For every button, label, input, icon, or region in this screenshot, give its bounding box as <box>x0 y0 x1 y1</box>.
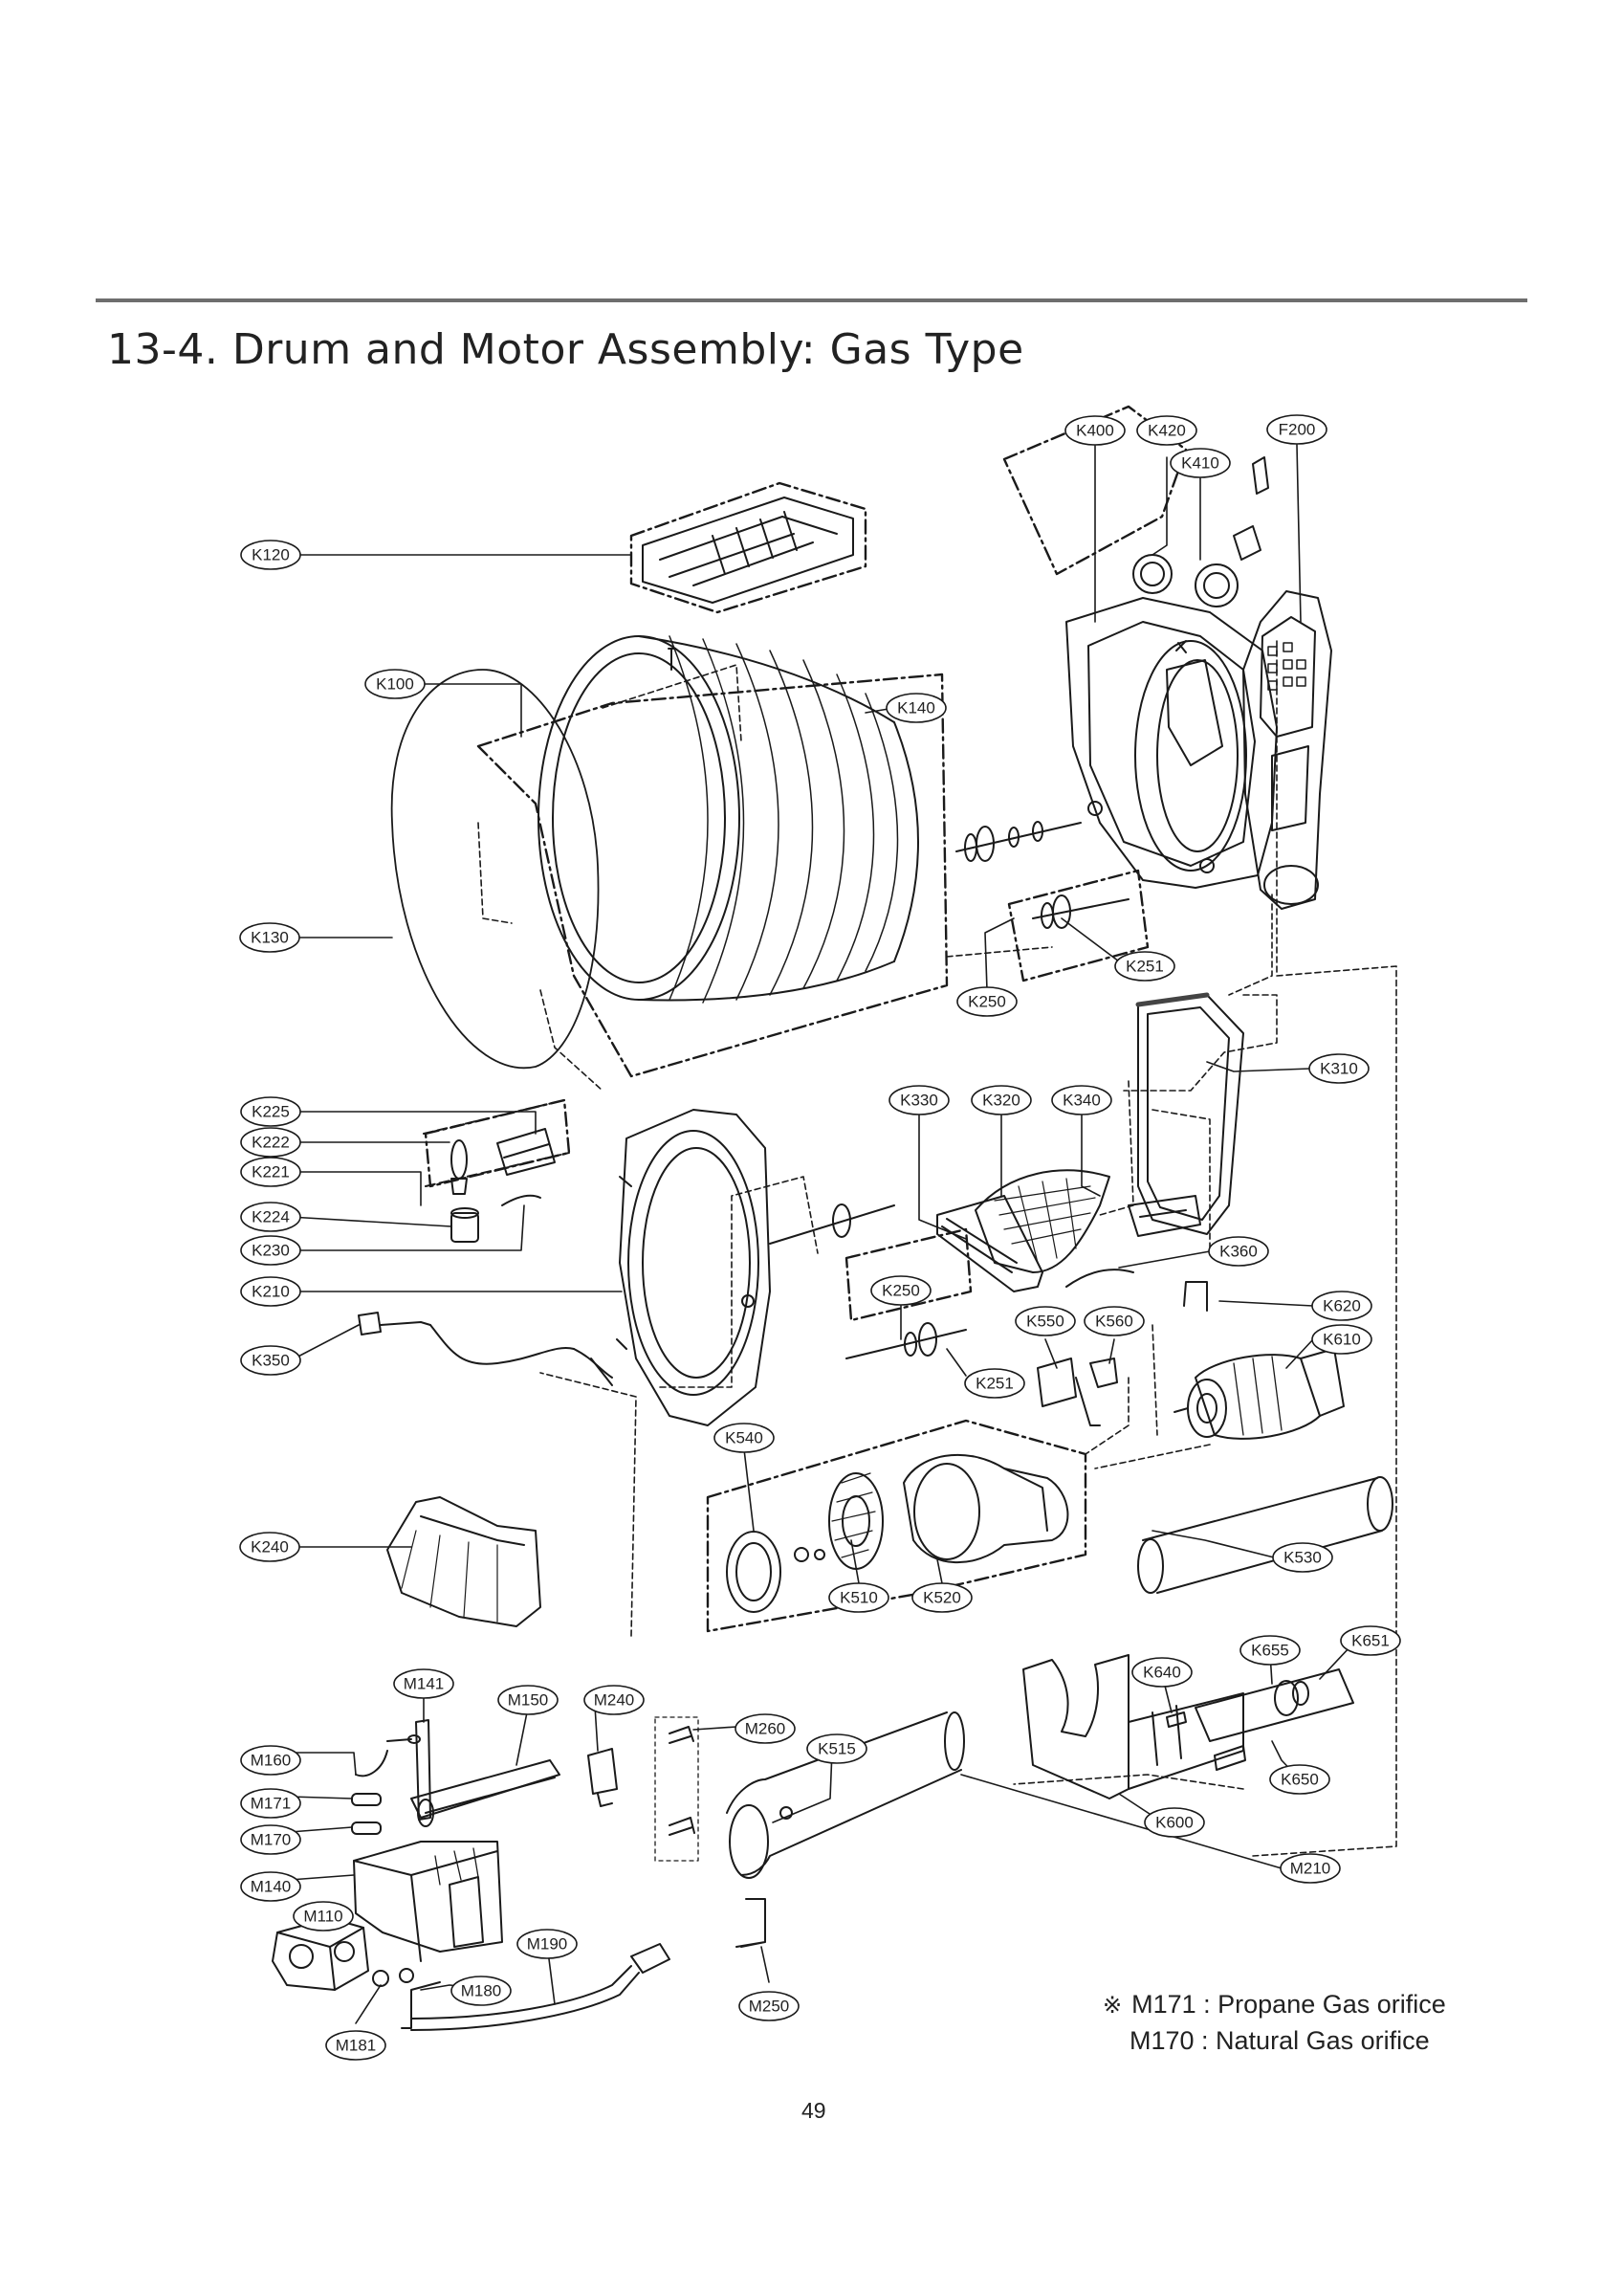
callout-label: M150 <box>508 1691 549 1710</box>
callout-label: K350 <box>252 1352 290 1370</box>
callout-label: K120 <box>252 546 290 564</box>
callout-label: K310 <box>1320 1060 1358 1078</box>
orifice-note-propane: ※ M171 : Propane Gas orifice <box>1103 1990 1446 2020</box>
callout-label: K240 <box>251 1538 289 1556</box>
callout-label: M140 <box>251 1878 292 1896</box>
callout-label: M210 <box>1290 1860 1331 1878</box>
reference-mark-icon: ※ <box>1103 1992 1123 2019</box>
callout-label: K250 <box>968 993 1006 1011</box>
callout-label: K510 <box>840 1589 878 1607</box>
callout-label: K420 <box>1148 422 1186 440</box>
callout-label: K600 <box>1155 1814 1194 1832</box>
callout-label: M160 <box>251 1752 292 1770</box>
callout-label: K222 <box>252 1134 290 1152</box>
callout-label: M180 <box>461 1982 502 2000</box>
callout-label: K560 <box>1095 1313 1133 1331</box>
callout-label: K330 <box>900 1092 938 1110</box>
callout-label: K251 <box>1126 958 1164 976</box>
callout-label: K400 <box>1076 422 1114 440</box>
callout-label: M171 <box>251 1795 292 1813</box>
header-rule <box>96 298 1527 302</box>
callout-label: K130 <box>251 929 289 947</box>
callout-label: K360 <box>1219 1243 1258 1261</box>
callout-label: K550 <box>1026 1313 1064 1331</box>
note-text: M171 : Propane Gas orifice <box>1131 1990 1446 2019</box>
callout-label: K251 <box>976 1375 1014 1393</box>
callout-label: K140 <box>897 699 935 718</box>
callout-label: M250 <box>749 1998 790 2016</box>
callout-label: M110 <box>303 1908 342 1926</box>
note-text: M170 : Natural Gas orifice <box>1130 2026 1430 2055</box>
callout-label: K530 <box>1283 1549 1322 1567</box>
callout-label: M260 <box>745 1720 786 1738</box>
callout-label: K520 <box>923 1589 961 1607</box>
callout-label: K100 <box>376 675 414 694</box>
callout-label: K340 <box>1063 1092 1101 1110</box>
callout-label: K540 <box>725 1429 763 1447</box>
callout-label: K410 <box>1181 454 1219 473</box>
callout-label: K640 <box>1143 1664 1181 1682</box>
callout-label: M181 <box>336 2037 377 2055</box>
callout-label: M170 <box>251 1831 292 1849</box>
callout-label: K610 <box>1323 1331 1361 1349</box>
callout-label: K210 <box>252 1283 290 1301</box>
callout-label: K224 <box>252 1208 290 1226</box>
callout-label: M190 <box>527 1935 568 1954</box>
callout-label: M240 <box>594 1691 635 1710</box>
callout-label: K655 <box>1251 1642 1289 1660</box>
callout-label: M141 <box>404 1675 445 1693</box>
callout-label: K515 <box>818 1740 856 1758</box>
page-number: 49 <box>801 2098 826 2123</box>
callout-label: K620 <box>1323 1297 1361 1315</box>
callout-label: K651 <box>1351 1632 1390 1650</box>
orifice-note-natural: M170 : Natural Gas orifice <box>1130 2026 1430 2056</box>
callout-label: K230 <box>252 1242 290 1260</box>
callout-label: K650 <box>1281 1771 1319 1789</box>
callout-label: K320 <box>982 1092 1020 1110</box>
callout-label: K221 <box>252 1163 290 1181</box>
callout-label: F200 <box>1279 421 1316 439</box>
callout-label: K225 <box>252 1103 290 1121</box>
page-title: 13-4. Drum and Motor Assembly: Gas Type <box>107 325 1024 374</box>
callout-label: K250 <box>882 1282 920 1300</box>
